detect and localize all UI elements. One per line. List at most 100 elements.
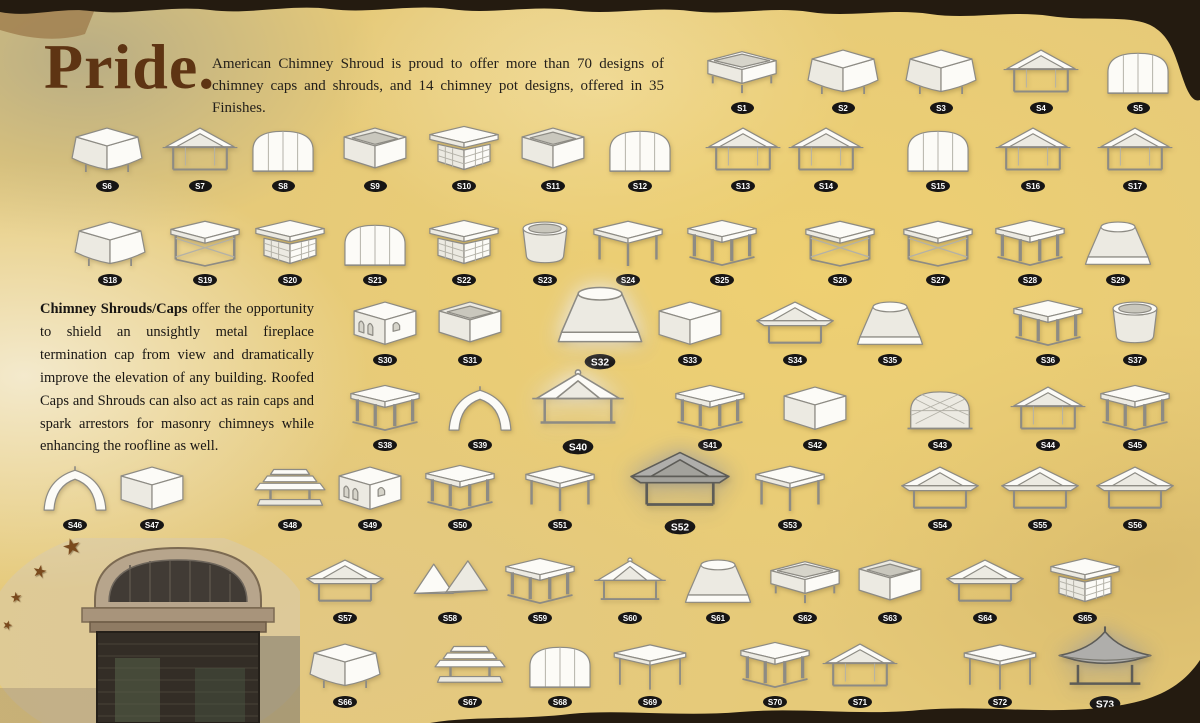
columns-cap-illustration xyxy=(337,383,433,435)
stack-cap-illustration xyxy=(242,463,338,515)
catalog-item: S39 xyxy=(432,383,528,453)
item-number-badge: S39 xyxy=(467,439,493,451)
catalog-item: S19 xyxy=(157,218,253,288)
gable-cap-illustration xyxy=(695,124,791,176)
catalog-item: S26 xyxy=(792,218,888,288)
table-cap-illustration xyxy=(580,218,676,270)
catalog-item: S36 xyxy=(1000,298,1096,368)
chimney-photo-illustration xyxy=(0,538,300,723)
catalog-item: S70 xyxy=(727,640,823,710)
item-number-badge: S48 xyxy=(277,519,303,531)
arch-cap-illustration xyxy=(512,640,608,692)
columns-cap-illustration xyxy=(982,218,1078,270)
lattice-cap-illustration xyxy=(416,218,512,270)
item-number-badge: S52 xyxy=(664,519,696,535)
catalog-item: S53 xyxy=(742,463,838,533)
item-number-badge: S68 xyxy=(547,696,573,708)
star-icon: ★ xyxy=(9,590,24,607)
catalog-item: S60 xyxy=(582,556,678,626)
item-number-badge: S12 xyxy=(627,180,653,192)
item-number-badge: S17 xyxy=(1122,180,1148,192)
item-number-badge: S55 xyxy=(1027,519,1053,531)
item-number-badge: S31 xyxy=(457,354,483,366)
catalog-item: S9 xyxy=(327,124,423,194)
item-number-badge: S67 xyxy=(457,696,483,708)
item-number-badge: S42 xyxy=(802,439,828,451)
catalog-item: S40 xyxy=(517,367,640,457)
catalog-item: S10 xyxy=(416,124,512,194)
gable-cap-illustration xyxy=(778,124,874,176)
item-number-badge: S70 xyxy=(762,696,788,708)
item-number-badge: S62 xyxy=(792,612,818,624)
arch-cap-illustration xyxy=(592,124,688,176)
columns-cap-illustration xyxy=(727,640,823,692)
lattice-cap-illustration xyxy=(1037,556,1133,608)
item-number-badge: S37 xyxy=(1122,354,1148,366)
table-cap-illustration xyxy=(512,463,608,515)
catalog-item: S50 xyxy=(412,463,508,533)
item-number-badge: S64 xyxy=(972,612,998,624)
catalog-item: S59 xyxy=(492,556,588,626)
catalog-item: S57 xyxy=(297,556,393,626)
box-cap-illustration xyxy=(767,383,863,435)
gable-cap-illustration xyxy=(812,640,908,692)
chimney-photo xyxy=(0,538,300,723)
catalog-item: S68 xyxy=(512,640,608,710)
item-number-badge: S44 xyxy=(1035,439,1061,451)
planter-cap-illustration xyxy=(842,556,938,608)
item-number-badge: S57 xyxy=(332,612,358,624)
item-number-badge: S21 xyxy=(362,274,388,286)
catalog-item: S11 xyxy=(505,124,601,194)
item-number-badge: S26 xyxy=(827,274,853,286)
skirt-cap-illustration xyxy=(297,640,393,692)
item-number-badge: S59 xyxy=(527,612,553,624)
canopy-cap-illustration xyxy=(952,640,1048,692)
item-number-badge: S9 xyxy=(363,180,387,192)
pot-cap-illustration xyxy=(497,218,593,270)
catalog-item: S44 xyxy=(1000,383,1096,453)
gothic-cap-illustration xyxy=(432,383,528,435)
item-number-badge: S60 xyxy=(617,612,643,624)
catalog-item: S17 xyxy=(1087,124,1183,194)
item-number-badge: S22 xyxy=(451,274,477,286)
columns-cap-illustration xyxy=(662,383,758,435)
xpanel-cap-illustration xyxy=(157,218,253,270)
item-number-badge: S49 xyxy=(357,519,383,531)
item-number-badge: S6 xyxy=(95,180,119,192)
item-number-badge: S33 xyxy=(677,354,703,366)
catalog-item: S27 xyxy=(890,218,986,288)
item-number-badge: S72 xyxy=(987,696,1013,708)
item-number-badge: S24 xyxy=(615,274,641,286)
item-number-badge: S4 xyxy=(1029,102,1053,114)
item-number-badge: S38 xyxy=(372,439,398,451)
skirt-cap-illustration xyxy=(893,46,989,98)
body-copy: offer the opportunity to shield an unsig… xyxy=(40,301,314,455)
lattice-cap-illustration xyxy=(416,124,512,176)
item-number-badge: S18 xyxy=(97,274,123,286)
taper-cap-illustration xyxy=(539,282,662,349)
item-number-badge: S14 xyxy=(813,180,839,192)
catalog-item: S67 xyxy=(422,640,518,710)
gable-cap-illustration xyxy=(1000,383,1096,435)
item-number-badge: S50 xyxy=(447,519,473,531)
skirt-cap-illustration xyxy=(59,124,155,176)
catalog-item: S33 xyxy=(642,298,738,368)
catalog-item: S31 xyxy=(422,298,518,368)
body-lead: Chimney Shrouds/Caps xyxy=(40,301,188,317)
item-number-badge: S40 xyxy=(562,439,594,455)
catalog-item: S15 xyxy=(890,124,986,194)
catalog-item: S52 xyxy=(619,447,742,537)
catalog-item: S58 xyxy=(402,556,498,626)
catalog-item: S34 xyxy=(747,298,843,368)
hip-cap-illustration xyxy=(992,463,1088,515)
item-number-badge: S71 xyxy=(847,696,873,708)
catalog-item: S20 xyxy=(242,218,338,288)
catalog-item: S38 xyxy=(337,383,433,453)
catalog-item: S51 xyxy=(512,463,608,533)
item-number-badge: S23 xyxy=(532,274,558,286)
catalog-item: S55 xyxy=(992,463,1088,533)
item-number-badge: S54 xyxy=(927,519,953,531)
catalog-item: S35 xyxy=(842,298,938,368)
pyramid-cap-illustration xyxy=(582,556,678,608)
